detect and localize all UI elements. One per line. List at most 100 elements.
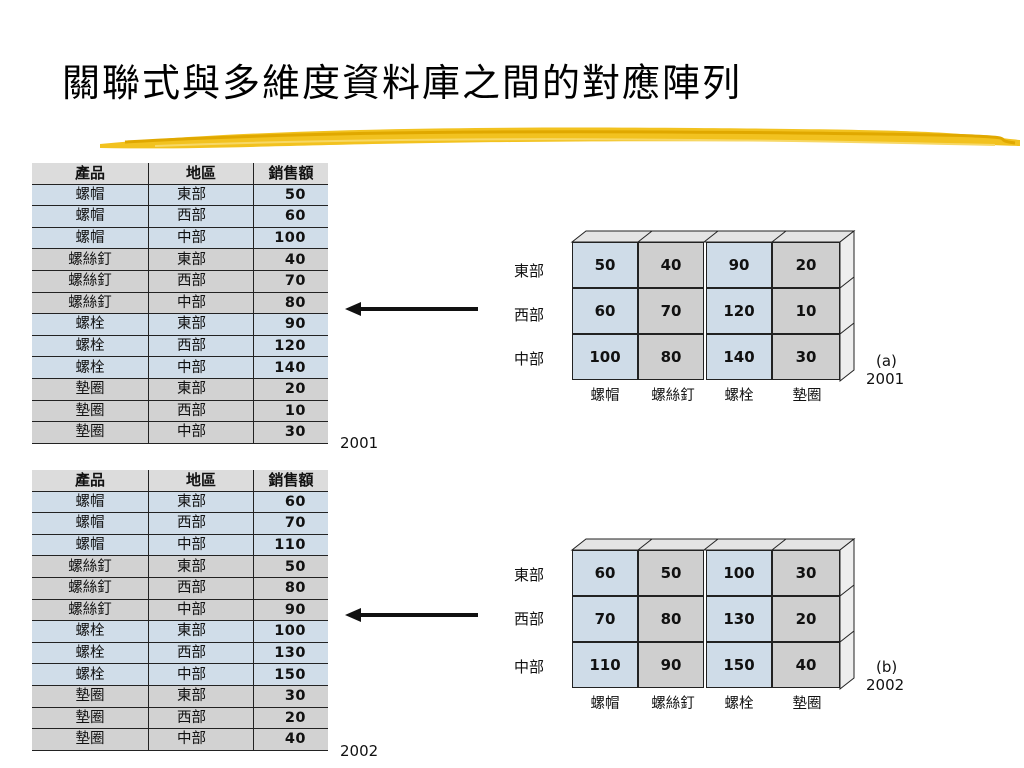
brush-stroke-divider — [100, 127, 1020, 149]
cell-product: 螺帽 — [32, 491, 149, 514]
row-label-east: 東部 — [514, 566, 545, 584]
cube-year: 2001 — [866, 370, 905, 388]
header-sales: 銷售額 — [253, 163, 328, 185]
cell-region: 西部 — [148, 205, 254, 228]
cell-sales: 140 — [253, 356, 328, 379]
cube-cell: 150 — [706, 642, 772, 688]
cell-region: 東部 — [148, 184, 254, 207]
cube-cell: 50 — [638, 550, 704, 596]
cell-sales: 80 — [253, 577, 328, 600]
table-header: 產品 地區 銷售額 — [32, 163, 328, 185]
cube-tag: (b) — [876, 658, 898, 676]
cell-product: 螺栓 — [32, 642, 149, 665]
arrow-left-icon — [345, 302, 478, 316]
cube-cell: 140 — [706, 334, 772, 380]
cube-cell: 40 — [638, 242, 704, 288]
cell-region: 中部 — [148, 663, 254, 686]
cell-sales: 110 — [253, 534, 328, 557]
col-label: 螺帽 — [590, 696, 620, 712]
cell-sales: 30 — [253, 421, 328, 444]
cube-cell: 80 — [638, 596, 704, 642]
row-label-east: 東部 — [514, 262, 545, 280]
cube-cell: 130 — [706, 596, 772, 642]
cell-region: 西部 — [148, 400, 254, 423]
header-region: 地區 — [148, 470, 254, 492]
cell-region: 西部 — [148, 270, 254, 293]
header-sales: 銷售額 — [253, 470, 328, 492]
cube-cell: 20 — [772, 596, 840, 642]
cell-sales: 60 — [253, 491, 328, 514]
col-label: 螺絲釘 — [651, 696, 695, 712]
cell-sales: 130 — [253, 642, 328, 665]
cell-sales: 80 — [253, 292, 328, 315]
header-region: 地區 — [148, 163, 254, 185]
row-label-west: 西部 — [514, 610, 545, 628]
cube-cell: 110 — [572, 642, 638, 688]
cell-region: 東部 — [148, 378, 254, 401]
cell-sales: 30 — [253, 685, 328, 708]
cell-product: 墊圈 — [32, 400, 149, 423]
cell-product: 墊圈 — [32, 685, 149, 708]
cell-product: 螺帽 — [32, 512, 149, 535]
cell-sales: 10 — [253, 400, 328, 423]
cell-sales: 20 — [253, 707, 328, 730]
cell-sales: 100 — [253, 620, 328, 643]
cell-sales: 90 — [253, 599, 328, 622]
cell-sales: 50 — [253, 184, 328, 207]
cell-product: 墊圈 — [32, 378, 149, 401]
cell-region: 西部 — [148, 512, 254, 535]
cell-sales: 40 — [253, 728, 328, 751]
cube-cell: 100 — [706, 550, 772, 596]
cube-cell: 60 — [572, 288, 638, 334]
cube-3d-edges — [570, 229, 856, 383]
cell-product: 螺絲釘 — [32, 270, 149, 293]
cell-product: 墊圈 — [32, 421, 149, 444]
cell-region: 中部 — [148, 356, 254, 379]
cell-region: 東部 — [148, 313, 254, 336]
cube-cell: 20 — [772, 242, 840, 288]
cell-region: 西部 — [148, 335, 254, 358]
cell-product: 螺帽 — [32, 205, 149, 228]
cube-cell: 60 — [572, 550, 638, 596]
slide-title: 關聯式與多維度資料庫之間的對應陣列 — [62, 61, 743, 105]
col-label: 螺栓 — [724, 388, 754, 404]
cube-cell: 120 — [706, 288, 772, 334]
cell-sales: 150 — [253, 663, 328, 686]
cell-product: 螺絲釘 — [32, 555, 149, 578]
cell-product: 螺帽 — [32, 534, 149, 557]
cell-sales: 60 — [253, 205, 328, 228]
row-label-central: 中部 — [514, 350, 545, 368]
cell-region: 西部 — [148, 577, 254, 600]
cell-region: 東部 — [148, 620, 254, 643]
cell-region: 東部 — [148, 248, 254, 271]
col-label: 螺絲釘 — [651, 388, 695, 404]
cube-cell: 70 — [572, 596, 638, 642]
col-label: 墊圈 — [792, 696, 822, 712]
cube-cell: 10 — [772, 288, 840, 334]
row-label-west: 西部 — [514, 306, 545, 324]
table-header: 產品 地區 銷售額 — [32, 470, 328, 492]
cell-region: 東部 — [148, 555, 254, 578]
cell-product: 螺栓 — [32, 335, 149, 358]
cell-region: 中部 — [148, 227, 254, 250]
cube-cell: 80 — [638, 334, 704, 380]
cell-region: 中部 — [148, 534, 254, 557]
cell-product: 螺絲釘 — [32, 599, 149, 622]
cube-cell: 30 — [772, 334, 840, 380]
cell-sales: 70 — [253, 270, 328, 293]
